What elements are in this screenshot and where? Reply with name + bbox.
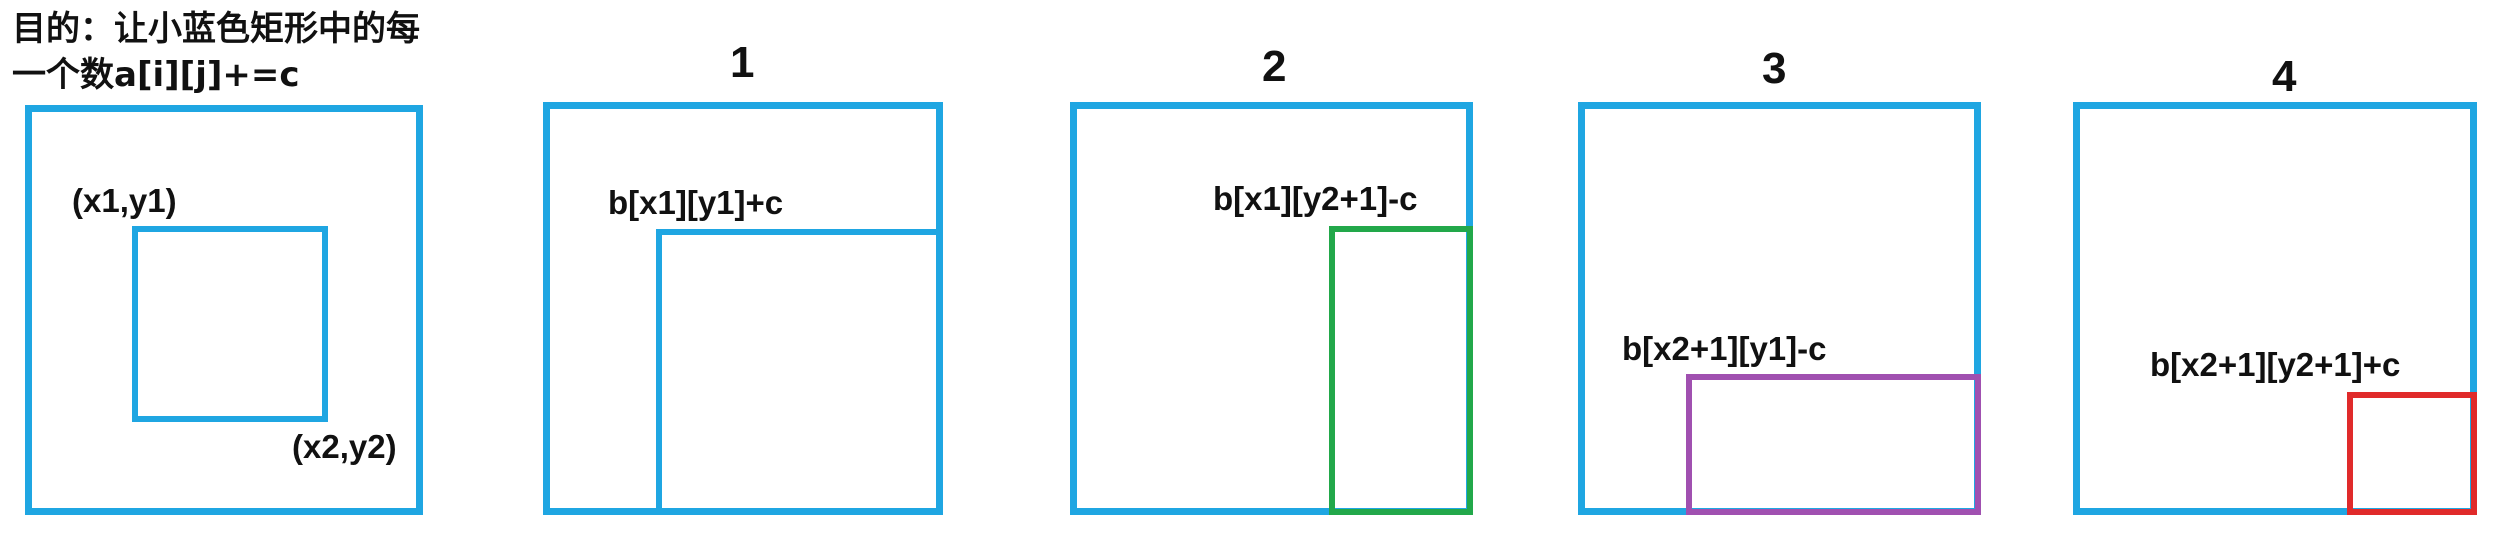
panel-4-formula: b[x2+1][y2+1]+c [2150, 346, 2401, 383]
corner-label-top-left: (x1,y1) [72, 182, 177, 219]
panel-0-target-rect [132, 226, 328, 422]
corner-label-bottom-right: (x2,y2) [292, 428, 397, 465]
panel-4-outer-rect [2073, 102, 2477, 515]
goal-line-2: 一个数a[i][j]+=c [12, 55, 300, 95]
goal-line-1: 目的：让小蓝色矩形中的每 [12, 9, 420, 49]
panel-3-number: 3 [1762, 44, 1787, 93]
panel-1-formula: b[x1][y1]+c [608, 184, 784, 221]
panel-1-shaded-rect [656, 229, 943, 515]
panel-3-formula: b[x2+1][y1]-c [1622, 330, 1827, 367]
panel-2-number: 2 [1262, 42, 1287, 91]
panel-4-number: 4 [2272, 52, 2297, 101]
panel-2-shaded-rect [1329, 226, 1473, 515]
panel-4-shaded-rect [2347, 392, 2477, 515]
panel-1-number: 1 [730, 38, 755, 87]
panel-0-outer-rect [25, 105, 423, 515]
panel-2-formula: b[x1][y2+1]-c [1213, 180, 1418, 217]
panel-3-shaded-rect [1686, 374, 1981, 515]
